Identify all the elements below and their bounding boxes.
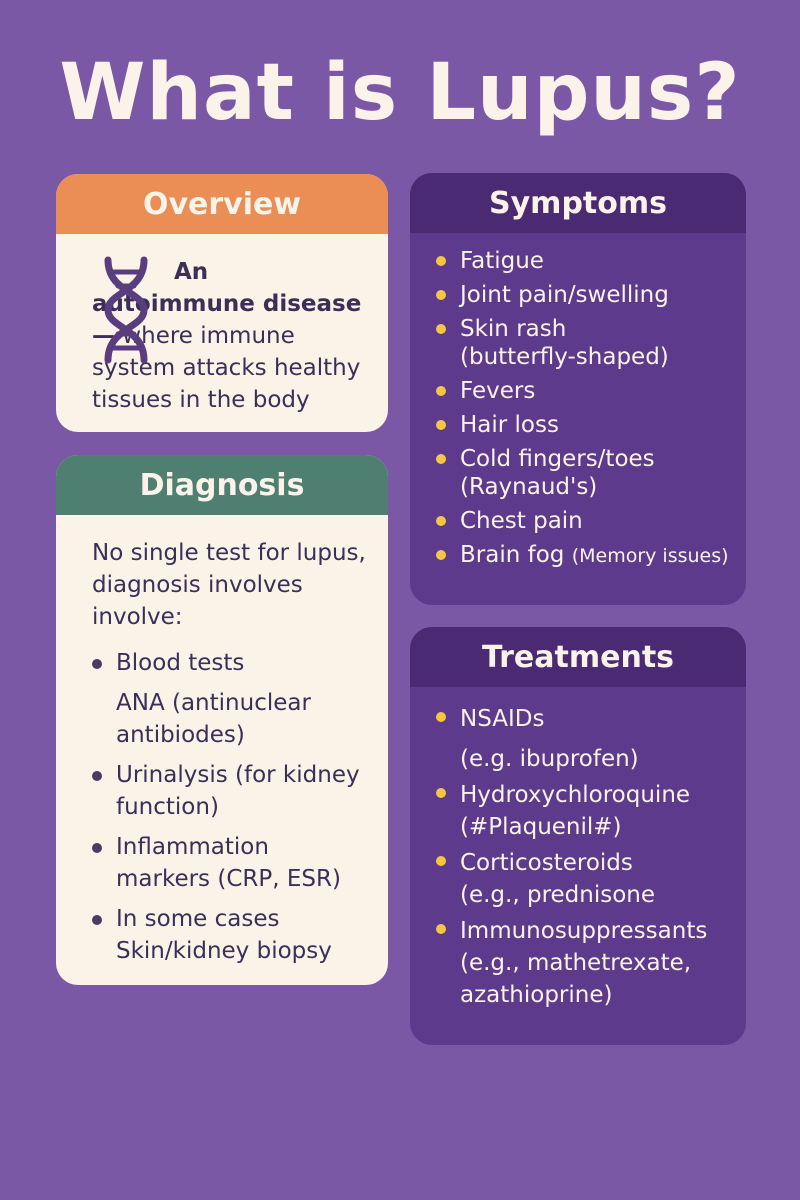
list-item: In some cases Skin/kidney biopsy — [92, 903, 368, 967]
list-item: Corticosteroids (e.g., prednisone — [436, 847, 730, 911]
bullet-icon — [436, 856, 446, 866]
list-item: Brain fog (Memory issues) — [436, 541, 730, 570]
list-item: Fatigue — [436, 247, 730, 275]
overview-body-text: where immune system attacks healthy tiss… — [92, 323, 361, 413]
treatments-card: Treatments NSAIDs (e.g. ibuprofen) Hydrox… — [410, 627, 746, 1045]
overview-text: An autoimmune disease — where immune sys… — [92, 256, 368, 416]
symptom-detail: (Raynaud's) — [460, 474, 598, 500]
list-item: Cold fingers/toes(Raynaud's) — [436, 445, 730, 501]
list-item: NSAIDs (e.g. ibuprofen) — [436, 703, 730, 775]
treatments-list: NSAIDs (e.g. ibuprofen) Hydroxychloroquin… — [410, 687, 746, 1011]
bullet-icon — [92, 659, 102, 669]
bullet-icon — [92, 771, 102, 781]
list-item: Joint pain/swelling — [436, 281, 730, 309]
symptom-label: Hair loss — [460, 412, 559, 438]
list-item: Fevers — [436, 377, 730, 405]
list-item: Blood tests — [92, 647, 368, 679]
overview-card: Overview An autoimmune disease — where i… — [56, 174, 388, 432]
dna-icon — [104, 256, 148, 364]
symptoms-heading: Symptoms — [410, 173, 746, 233]
bullet-icon — [436, 420, 446, 430]
page-title: What is Lupus? — [59, 48, 741, 138]
symptom-label: Joint pain/swelling — [460, 282, 669, 308]
diagnosis-intro: No single test for lupus, diagnosis invo… — [92, 540, 366, 630]
treatment-label: NSAIDs — [460, 706, 545, 732]
diagnosis-list-continued: Urinalysis (for kidney function) Inflamm… — [92, 759, 368, 967]
bullet-icon — [92, 915, 102, 925]
bullet-icon — [436, 386, 446, 396]
treatment-label: Hydroxychloroquine — [460, 782, 691, 808]
bullet-icon — [436, 550, 446, 560]
bullet-icon — [92, 843, 102, 853]
overview-bold-text: An autoimmune disease — — [92, 259, 362, 349]
list-item: Immunosuppressants (e.g., mathetrexate, a… — [436, 915, 730, 1011]
treatment-detail: (e.g. ibuprofen) — [460, 746, 639, 772]
treatment-detail: (e.g., mathetrexate, azathioprine) — [460, 950, 692, 1008]
bullet-icon — [436, 290, 446, 300]
treatment-detail: (#Plaquenil#) — [460, 814, 622, 840]
bullet-icon — [436, 324, 446, 334]
treatment-label: Corticosteroids — [460, 850, 633, 876]
list-item: Urinalysis (for kidney function) — [92, 759, 368, 823]
diagnosis-card: Diagnosis No single test for lupus, diag… — [56, 455, 388, 985]
bullet-icon — [436, 454, 446, 464]
symptoms-card: Symptoms Fatigue Joint pain/swelling Ski… — [410, 173, 746, 605]
symptom-label: Chest pain — [460, 508, 583, 534]
list-item: Hydroxychloroquine (#Plaquenil#) — [436, 779, 730, 843]
symptom-label: Fatigue — [460, 248, 544, 274]
treatment-detail: (e.g., prednisone — [460, 882, 656, 908]
list-item: Chest pain — [436, 507, 730, 535]
diagnosis-item-label: Urinalysis (for kidney function) — [116, 762, 360, 820]
diagnosis-item-label: Blood tests — [116, 650, 245, 676]
treatments-heading: Treatments — [410, 627, 746, 687]
symptom-label: Brain fog — [460, 542, 565, 568]
list-item: Hair loss — [436, 411, 730, 439]
bullet-icon — [436, 788, 446, 798]
list-item: Inflammation markers (CRP, ESR) — [92, 831, 368, 895]
diagnosis-item-label: In some cases Skin/kidney biopsy — [116, 906, 332, 964]
diagnosis-item-detail: ANA (antinuclear antibiodes) — [116, 690, 311, 748]
bullet-icon — [436, 924, 446, 934]
bullet-icon — [436, 712, 446, 722]
symptom-detail: (butterfly-shaped) — [460, 344, 669, 370]
symptom-label: Skin rash — [460, 316, 567, 342]
diagnosis-list: Blood tests — [92, 647, 368, 679]
symptom-label: Fevers — [460, 378, 536, 404]
list-item: Skin rash(butterfly-shaped) — [436, 315, 730, 371]
treatment-label: Immunosuppressants — [460, 918, 708, 944]
overview-heading: Overview — [56, 174, 388, 234]
bullet-icon — [436, 516, 446, 526]
symptom-small-detail: (Memory issues) — [571, 545, 729, 567]
symptom-label: Cold fingers/toes — [460, 446, 655, 472]
diagnosis-heading: Diagnosis — [56, 455, 388, 515]
symptoms-list: Fatigue Joint pain/swelling Skin rash(bu… — [410, 233, 746, 570]
diagnosis-item-label: Inflammation markers (CRP, ESR) — [116, 834, 341, 892]
bullet-icon — [436, 256, 446, 266]
